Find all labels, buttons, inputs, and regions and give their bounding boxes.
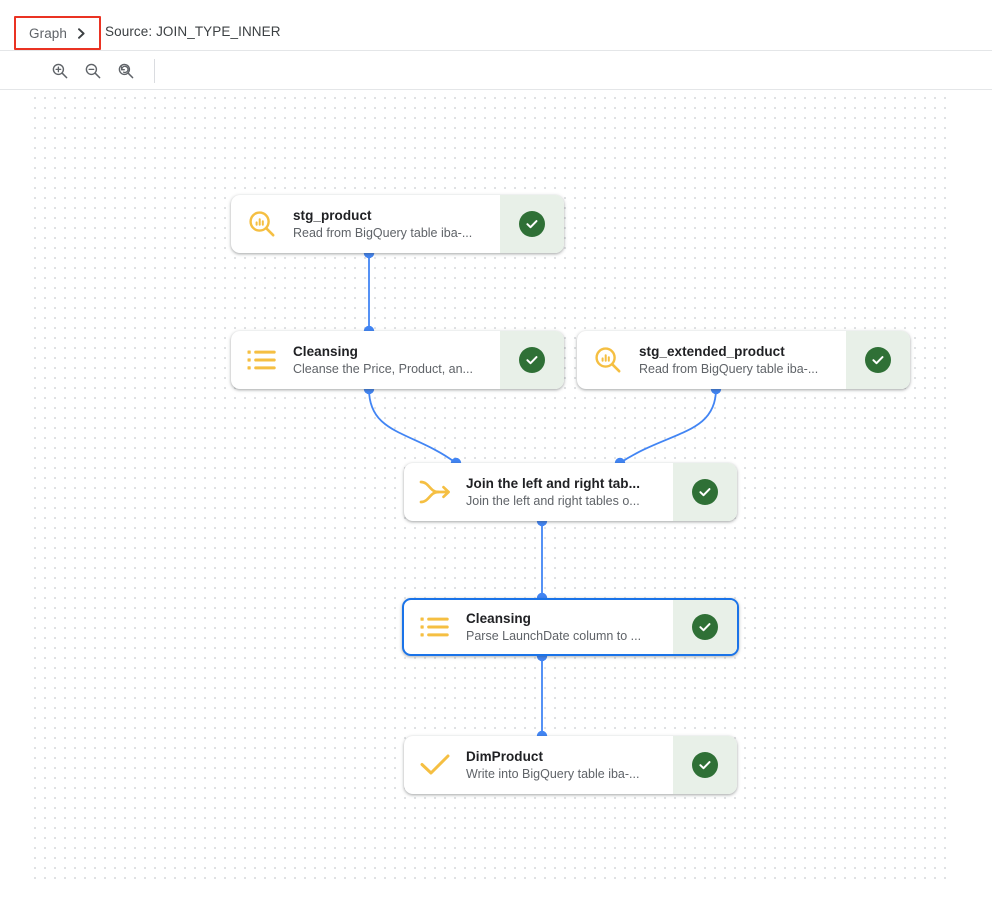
node-title: Join the left and right tab... [466, 475, 641, 491]
node-title: stg_product [293, 207, 372, 223]
source-label: Source: JOIN_TYPE_INNER [105, 24, 281, 39]
check-circle-icon [692, 479, 718, 505]
cleansing-list-icon [404, 600, 466, 654]
check-circle-icon [519, 211, 545, 237]
graph-node-join[interactable]: Join the left and right tab... Join the l… [404, 463, 737, 521]
zoom-reset-icon[interactable] [113, 58, 139, 84]
status-badge [673, 736, 737, 794]
node-subtitle: Join the left and right tables o... [466, 493, 640, 508]
node-title: Cleansing [466, 610, 531, 626]
node-title: DimProduct [466, 748, 544, 764]
graph-toolbar [0, 51, 992, 90]
status-badge [673, 600, 737, 654]
status-badge [500, 195, 564, 253]
chevron-right-icon [76, 27, 87, 39]
bigquery-source-icon [231, 195, 293, 253]
status-badge [500, 331, 564, 389]
node-subtitle: Parse LaunchDate column to ... [466, 628, 642, 643]
zoom-in-icon[interactable] [47, 58, 73, 84]
status-badge [673, 463, 737, 521]
page-header: Graph Source: JOIN_TYPE_INNER [0, 0, 992, 51]
graph-edge [619, 388, 717, 464]
cleansing-list-icon [231, 331, 293, 389]
graph-edge [368, 388, 457, 464]
toolbar-divider [154, 59, 155, 83]
bigquery-source-icon [577, 331, 639, 389]
node-title: stg_extended_product [639, 343, 785, 359]
node-title: Cleansing [293, 343, 358, 359]
node-subtitle: Read from BigQuery table iba-... [639, 361, 819, 376]
check-circle-icon [692, 752, 718, 778]
status-badge [846, 331, 910, 389]
check-circle-icon [519, 347, 545, 373]
breadcrumb-item-graph[interactable]: Graph [29, 25, 68, 41]
join-merge-icon [404, 463, 466, 521]
write-check-icon [404, 736, 466, 794]
zoom-out-icon[interactable] [80, 58, 106, 84]
node-body: Join the left and right tab... Join the l… [466, 463, 673, 521]
node-subtitle: Cleanse the Price, Product, an... [293, 361, 473, 376]
breadcrumb[interactable]: Graph [14, 16, 102, 50]
node-subtitle: Write into BigQuery table iba-... [466, 766, 640, 781]
check-circle-icon [692, 614, 718, 640]
check-circle-icon [865, 347, 891, 373]
node-subtitle: Read from BigQuery table iba-... [293, 225, 473, 240]
